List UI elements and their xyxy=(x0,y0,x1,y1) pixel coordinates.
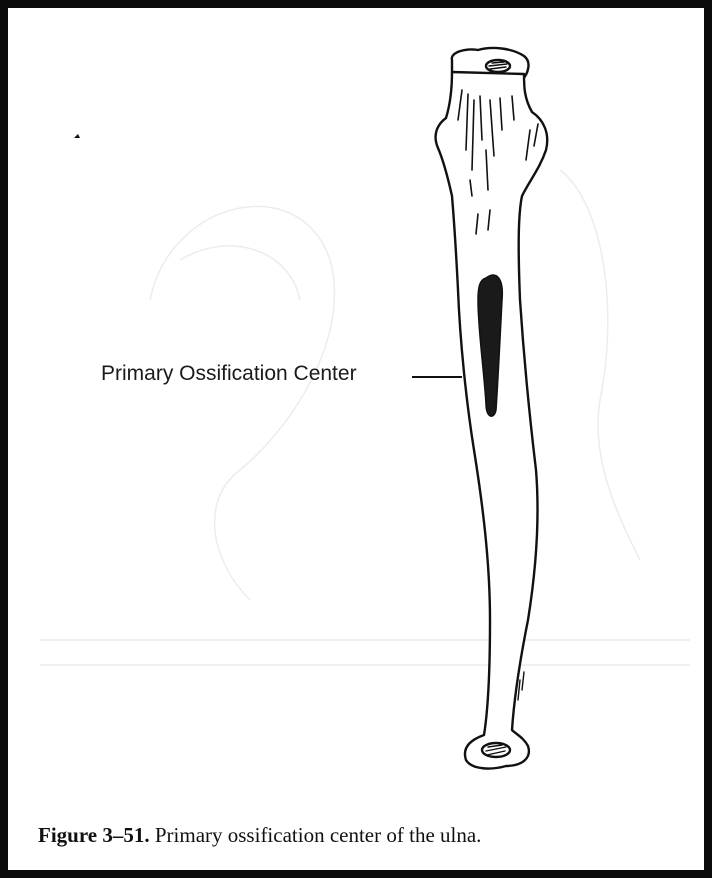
figure-number: Figure 3–51. xyxy=(38,823,150,847)
lower-epiphysis-hatch xyxy=(482,743,510,757)
figure-caption-text: Primary ossification center of the ulna. xyxy=(150,823,482,847)
figure-caption: Figure 3–51. Primary ossification center… xyxy=(38,822,481,848)
speck-mark xyxy=(74,134,80,138)
background-ghost-drawing xyxy=(40,170,690,665)
ossification-label: Primary Ossification Center xyxy=(101,361,357,387)
ulna-shaft xyxy=(436,72,548,768)
